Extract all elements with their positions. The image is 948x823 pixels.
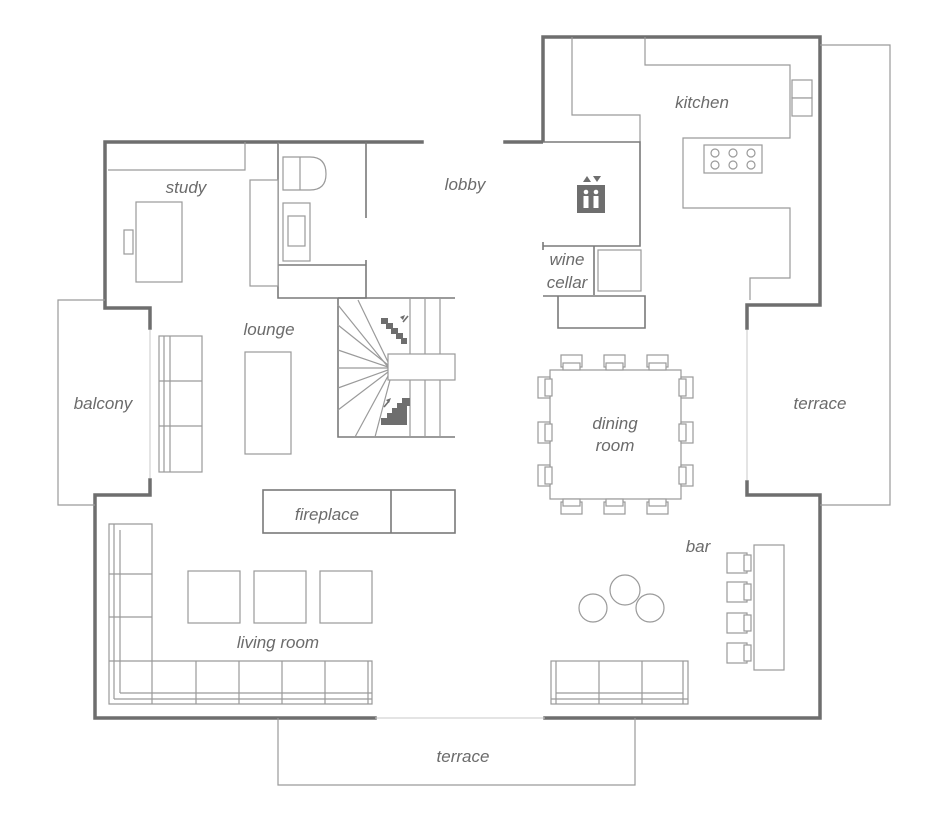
terrace-east-label: terrace: [794, 394, 847, 413]
stove-icon: [703, 144, 763, 174]
kitchen: kitchen: [571, 37, 813, 300]
balcony: balcony: [57, 299, 151, 506]
bar: bar: [578, 537, 785, 671]
stairs-down-icon: [381, 315, 409, 344]
dining-room-label-line2: room: [596, 436, 635, 455]
living-room-label: living room: [237, 633, 319, 652]
wine-cellar: wine cellar: [542, 242, 646, 329]
lobby: lobby: [365, 142, 487, 218]
bathroom: [277, 142, 367, 299]
terrace-south-label: terrace: [437, 747, 490, 766]
elevator: [543, 141, 641, 247]
fireplace-label: fireplace: [295, 505, 359, 524]
staircase: [337, 297, 456, 438]
bar-sofa: [550, 660, 689, 705]
living-room: living room: [108, 523, 373, 705]
dining-room: dining room: [537, 354, 694, 515]
fireplace: fireplace: [262, 489, 456, 534]
lobby-label: lobby: [445, 175, 487, 194]
wine-cellar-label-line1: wine: [550, 250, 585, 269]
balcony-label: balcony: [74, 394, 134, 413]
terrace-south: terrace: [277, 717, 636, 786]
dining-room-label-line1: dining: [592, 414, 638, 433]
elevator-icon: [577, 176, 605, 213]
kitchen-label: kitchen: [675, 93, 729, 112]
wine-cellar-label-line2: cellar: [547, 273, 589, 292]
study: study: [108, 142, 279, 287]
lounge: lounge: [158, 320, 295, 473]
lounge-label: lounge: [243, 320, 294, 339]
study-label: study: [166, 178, 208, 197]
stairs-up-icon: [381, 398, 410, 425]
bar-label: bar: [686, 537, 712, 556]
terrace-east: terrace: [746, 44, 891, 506]
